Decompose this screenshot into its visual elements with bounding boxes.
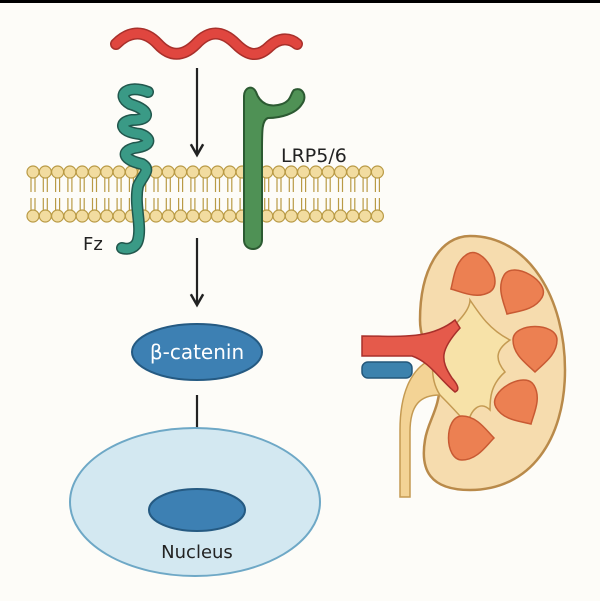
lipid-head <box>63 165 77 179</box>
lipid-head <box>186 165 200 179</box>
lipid-head <box>309 209 323 223</box>
renal-pyramid <box>500 269 545 315</box>
lipid-head <box>297 209 311 223</box>
lipid-head <box>198 209 212 223</box>
lipid-head <box>358 165 372 179</box>
kidney-illustration <box>361 234 567 498</box>
lipid-head <box>333 165 348 179</box>
lipid-head <box>87 165 102 179</box>
lipid-head <box>358 209 372 223</box>
cell-membrane <box>26 165 384 223</box>
lipid-head <box>75 209 89 223</box>
lipid-head <box>346 165 360 179</box>
renal-artery <box>361 318 461 393</box>
lipid-head <box>284 209 298 223</box>
lipid-head <box>210 165 225 179</box>
lipid-head <box>38 165 52 179</box>
ureter <box>399 358 441 498</box>
lipid-head <box>370 165 384 179</box>
lipid-head <box>272 209 286 223</box>
renal-pyramid <box>512 325 558 374</box>
top-border <box>0 0 600 3</box>
lipid-head <box>161 209 175 223</box>
lipid-head <box>50 209 65 223</box>
lipid-head <box>100 209 114 223</box>
lipid-head <box>87 209 102 223</box>
lipid-head <box>186 209 200 223</box>
lipid-head <box>38 209 52 223</box>
lipid-head <box>370 209 384 223</box>
lipid-head <box>100 165 114 179</box>
beta-catenin-label: β-catenin <box>150 340 244 364</box>
lipid-head <box>75 165 89 179</box>
lipid-head <box>210 209 225 223</box>
lipid-head <box>309 165 323 179</box>
lipid-head <box>223 165 237 179</box>
lipid-head <box>112 165 126 179</box>
beta-catenin-shape <box>131 323 263 381</box>
lipid-head <box>174 165 188 179</box>
renal-pyramids <box>447 251 558 461</box>
lipid-head <box>297 165 311 179</box>
renal-pyramid <box>447 415 496 461</box>
lipid-head <box>284 165 298 179</box>
renal-vein <box>361 361 413 379</box>
lipid-head <box>321 209 335 223</box>
lipid-head <box>272 165 286 179</box>
wnt-ligand-fill <box>111 29 302 59</box>
fz-label: Fz <box>83 234 103 255</box>
lipid-head <box>26 165 40 179</box>
lipid-head <box>63 209 77 223</box>
fz-receptor <box>116 83 155 255</box>
lipid-head <box>346 209 360 223</box>
renal-pyramid <box>493 379 538 425</box>
lrp-receptor <box>243 86 306 250</box>
lipid-head <box>26 209 40 223</box>
nucleus-shape <box>148 488 246 532</box>
lipid-head <box>223 209 237 223</box>
lrp-label: LRP5/6 <box>281 145 347 167</box>
lipid-head <box>112 209 126 223</box>
lipid-head <box>321 165 335 179</box>
renal-pyramid <box>450 251 496 296</box>
lipid-head <box>333 209 348 223</box>
lipid-head <box>149 209 163 223</box>
lipid-head <box>198 165 212 179</box>
lipid-head <box>174 209 188 223</box>
lipid-head <box>50 165 65 179</box>
nucleus-label: Nucleus <box>161 542 233 563</box>
lipid-head <box>161 165 175 179</box>
